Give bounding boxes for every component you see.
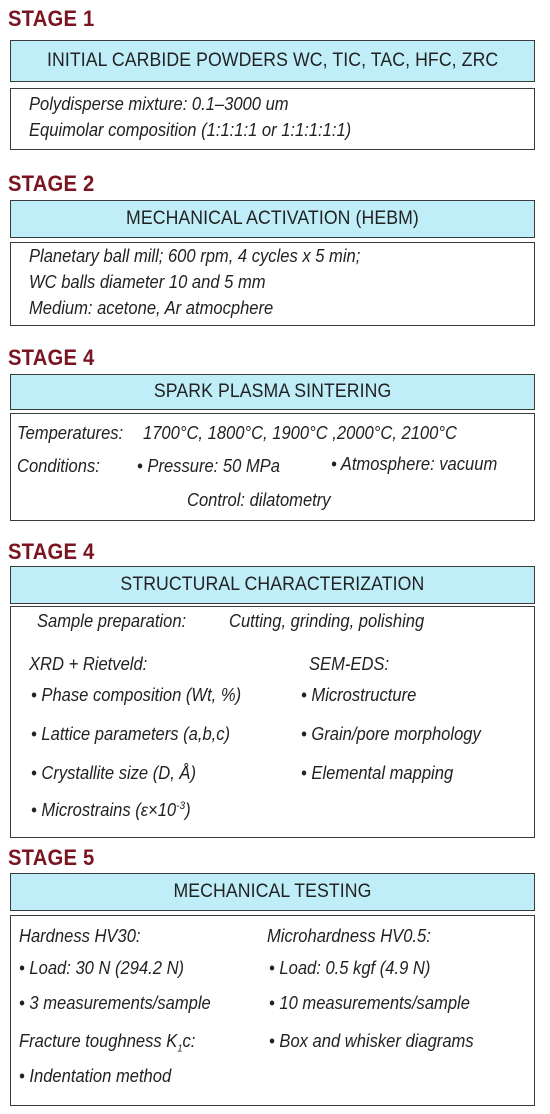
microhardness-item: • Load: 0.5 kgf (4.9 N) [269, 958, 431, 978]
stage-2-line: WC balls diameter 10 and 5 mm [29, 272, 266, 292]
xrd-title: XRD + Rietveld: [29, 654, 148, 674]
stage-1-details: Polydisperse mixture: 0.1–3000 um Equimo… [10, 88, 535, 150]
stage-1-line: Polydisperse mixture: 0.1–3000 um [29, 94, 289, 114]
stage-3-title: STAGE 4 [8, 345, 95, 370]
hardness-title: Hardness HV30: [19, 926, 141, 946]
stage-5-header: MECHANICAL TESTING [10, 873, 535, 911]
pressure-item: • Pressure: 50 MPa [137, 456, 280, 476]
stage-2-header: MECHANICAL ACTIVATION (HEBM) [10, 200, 535, 238]
sample-prep-value: Cutting, grinding, polishing [229, 611, 425, 631]
stage-3-header: SPARK PLASMA SINTERING [10, 374, 535, 410]
xrd-item: • Crystallite size (D, Å) [31, 763, 196, 783]
conditions-label: Conditions: [17, 456, 100, 476]
stage-1-header: INITIAL CARBIDE POWDERS WC, TIC, TAC, HF… [10, 40, 535, 82]
toughness-subscript: 1 [177, 1043, 183, 1055]
stage-4-title: STAGE 4 [8, 539, 95, 564]
stage-5-title: STAGE 5 [8, 845, 95, 870]
sem-item: • Elemental mapping [301, 763, 454, 783]
hardness-item: • 3 measurements/sample [19, 993, 211, 1013]
stage-2-details: Planetary ball mill; 600 rpm, 4 cycles x… [10, 242, 535, 326]
sem-title: SEM-EDS: [309, 654, 390, 674]
stage-3-details: Temperatures: 1700°C, 1800°C, 1900°C ,20… [10, 413, 535, 521]
stage-2-line: Medium: acetone, Ar atmocphere [29, 298, 274, 318]
stage-1-line: Equimolar composition (1:1:1:1 or 1:1:1:… [29, 120, 352, 140]
sample-prep-label: Sample preparation: [37, 611, 187, 631]
xrd-item: • Phase composition (Wt, %) [31, 685, 242, 705]
toughness-item: • Indentation method [19, 1066, 172, 1086]
sem-item: • Microstructure [301, 685, 417, 705]
xrd-item: • Lattice parameters (a,b,c) [31, 724, 231, 744]
stage-4-details: Sample preparation: Cutting, grinding, p… [10, 606, 535, 838]
microhardness-title: Microhardness HV0.5: [267, 926, 431, 946]
sem-item: • Grain/pore morphology [301, 724, 481, 744]
stage-5-details: Hardness HV30: • Load: 30 N (294.2 N) • … [10, 915, 535, 1106]
temperatures-value: 1700°C, 1800°C, 1900°C ,2000°C, 2100°C [143, 423, 457, 443]
microhardness-item: • 10 measurements/sample [269, 993, 470, 1013]
hardness-item: • Load: 30 N (294.2 N) [19, 958, 185, 978]
toughness-title: Fracture toughness K1c: [19, 1031, 196, 1055]
stage-1-title: STAGE 1 [8, 6, 95, 31]
stage-2-line: Planetary ball mill; 600 rpm, 4 cycles x… [29, 246, 361, 266]
atmosphere-item: • Atmosphere: vacuum [331, 454, 498, 474]
microhardness-item: • Box and whisker diagrams [269, 1031, 474, 1051]
temperatures-label: Temperatures: [17, 423, 124, 443]
stage-4-header: STRUCTURAL CHARACTERIZATION [10, 566, 535, 604]
xrd-item-microstrains: • Microstrains (ε×10-3) [31, 800, 191, 820]
microstrain-exponent: -3 [176, 800, 186, 812]
control-item: Control: dilatometry [187, 490, 331, 510]
stage-2-title: STAGE 2 [8, 171, 95, 196]
